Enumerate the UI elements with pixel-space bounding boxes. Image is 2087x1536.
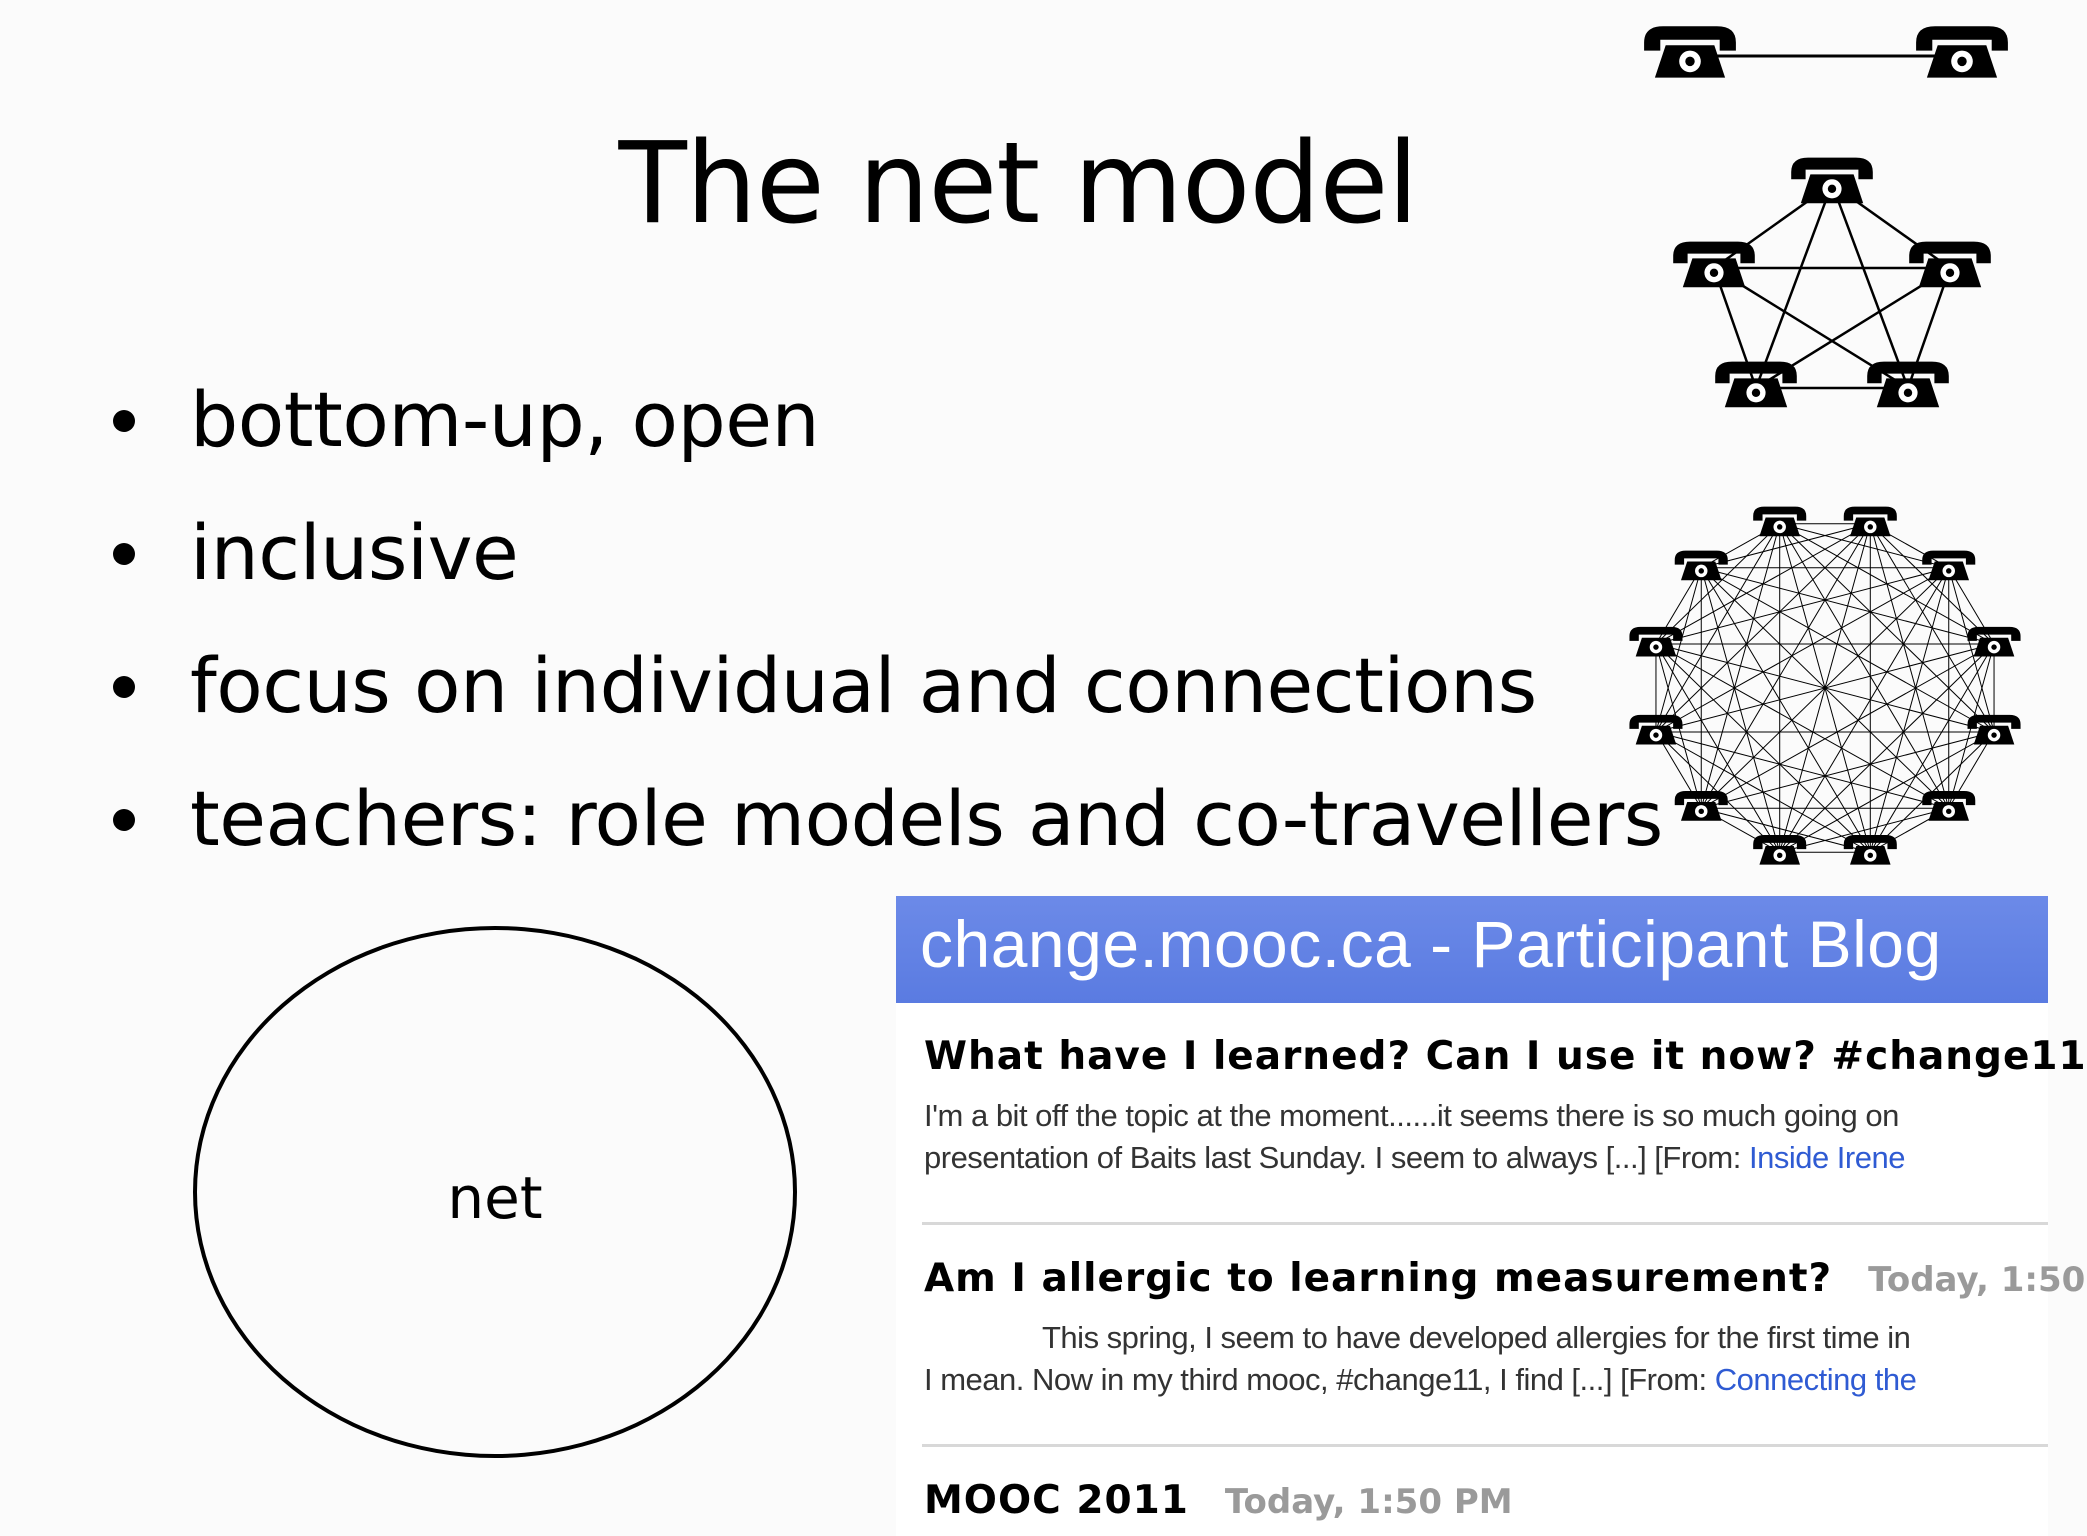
net-label: net bbox=[447, 1164, 543, 1232]
bullet-item: inclusive bbox=[108, 503, 1663, 636]
blog-post: Am I allergic to learning measurement?To… bbox=[924, 1256, 2086, 1401]
connection-line bbox=[1655, 643, 1871, 853]
telephone-icon bbox=[1674, 791, 1728, 821]
connection-line bbox=[1700, 567, 1781, 853]
post-timestamp: Today, 1:50 bbox=[1868, 1260, 2086, 1300]
connection-line bbox=[1655, 567, 1702, 733]
telephone-icon bbox=[1753, 835, 1807, 865]
telephone-pair-network-icon bbox=[1644, 26, 2008, 78]
telephone-icon bbox=[1674, 550, 1728, 581]
post-title[interactable]: What have I learned? Can I use it now? #… bbox=[924, 1034, 2087, 1079]
connection-line bbox=[1655, 731, 1949, 809]
post-source-link[interactable]: Connecting the bbox=[1714, 1362, 1917, 1397]
telephone-icon bbox=[1753, 506, 1807, 537]
net-ellipse: net bbox=[193, 926, 797, 1458]
connection-line bbox=[1779, 523, 1995, 733]
telephone-icon bbox=[1715, 361, 1797, 408]
connection-line bbox=[1779, 567, 1950, 853]
connection-line bbox=[1655, 643, 1949, 809]
post-excerpt: I'm a bit off the topic at the moment...… bbox=[924, 1098, 1906, 1175]
connection-line bbox=[1779, 523, 1995, 645]
connection-line bbox=[1700, 523, 1871, 809]
bullet-dot-icon bbox=[113, 809, 135, 831]
blog-header: change.mooc.ca - Participant Blog bbox=[896, 896, 2048, 1003]
telephone-icon bbox=[1909, 241, 1991, 288]
post-excerpt: This spring, I seem to have developed al… bbox=[924, 1320, 1917, 1397]
telephone-icon bbox=[1791, 157, 1873, 204]
telephone-icon bbox=[1629, 714, 1683, 745]
telephone-five-node-network-icon bbox=[1673, 157, 1991, 408]
connection-line bbox=[1779, 523, 1950, 809]
connection-line bbox=[1701, 567, 1995, 645]
telephone-icon bbox=[1922, 791, 1976, 821]
telephone-icon bbox=[1922, 550, 1976, 581]
connection-line bbox=[1779, 523, 1871, 853]
bullet-item: teachers: role models and co-travellers bbox=[108, 769, 1663, 902]
slide-title: The net model bbox=[618, 119, 1418, 249]
blog-screenshot: change.mooc.ca - Participant Blog What h… bbox=[896, 896, 2087, 1536]
bullet-dot-icon bbox=[113, 410, 135, 432]
telephone-icon bbox=[1673, 241, 1755, 288]
post-divider bbox=[922, 1222, 2048, 1225]
post-source-link[interactable]: Inside Irene bbox=[1748, 1140, 1906, 1175]
telephone-icon bbox=[1916, 26, 2008, 78]
connection-line bbox=[1655, 567, 1949, 733]
telephone-icon bbox=[1867, 361, 1949, 408]
telephone-icon bbox=[1644, 26, 1736, 78]
bullet-item: bottom-up, open bbox=[108, 370, 1663, 503]
connection-line bbox=[1701, 643, 1995, 809]
telephone-icon bbox=[1843, 835, 1897, 865]
telephone-twelve-node-network-icon bbox=[1629, 506, 2021, 865]
post-timestamp: Today, 1:50 PM bbox=[1224, 1482, 1513, 1522]
connection-line bbox=[1700, 567, 1871, 853]
post-title[interactable]: Am I allergic to learning measurement?To… bbox=[924, 1256, 2086, 1301]
bullet-dot-icon bbox=[113, 676, 135, 698]
telephone-icon bbox=[1629, 626, 1683, 657]
connection-line bbox=[1700, 523, 1781, 809]
bullet-list: bottom-up, open inclusive focus on indiv… bbox=[108, 370, 1663, 902]
connection-line bbox=[1754, 183, 1834, 389]
telephone-icon bbox=[1967, 626, 2021, 657]
post-divider bbox=[922, 1444, 2048, 1447]
connection-line bbox=[1655, 523, 1781, 645]
telephone-icon bbox=[1967, 714, 2021, 745]
telephone-icon bbox=[1843, 506, 1897, 537]
connection-line bbox=[1779, 523, 1949, 569]
connection-line bbox=[1655, 523, 1781, 733]
blog-post: What have I learned? Can I use it now? #… bbox=[924, 1034, 2087, 1179]
bullet-dot-icon bbox=[113, 543, 135, 565]
connection-line bbox=[1701, 807, 1871, 853]
connection-line bbox=[1701, 567, 1995, 733]
connection-line bbox=[1830, 183, 1910, 389]
bullet-item: focus on individual and connections bbox=[108, 636, 1663, 769]
blog-header-title: change.mooc.ca - Participant Blog bbox=[920, 907, 1942, 981]
